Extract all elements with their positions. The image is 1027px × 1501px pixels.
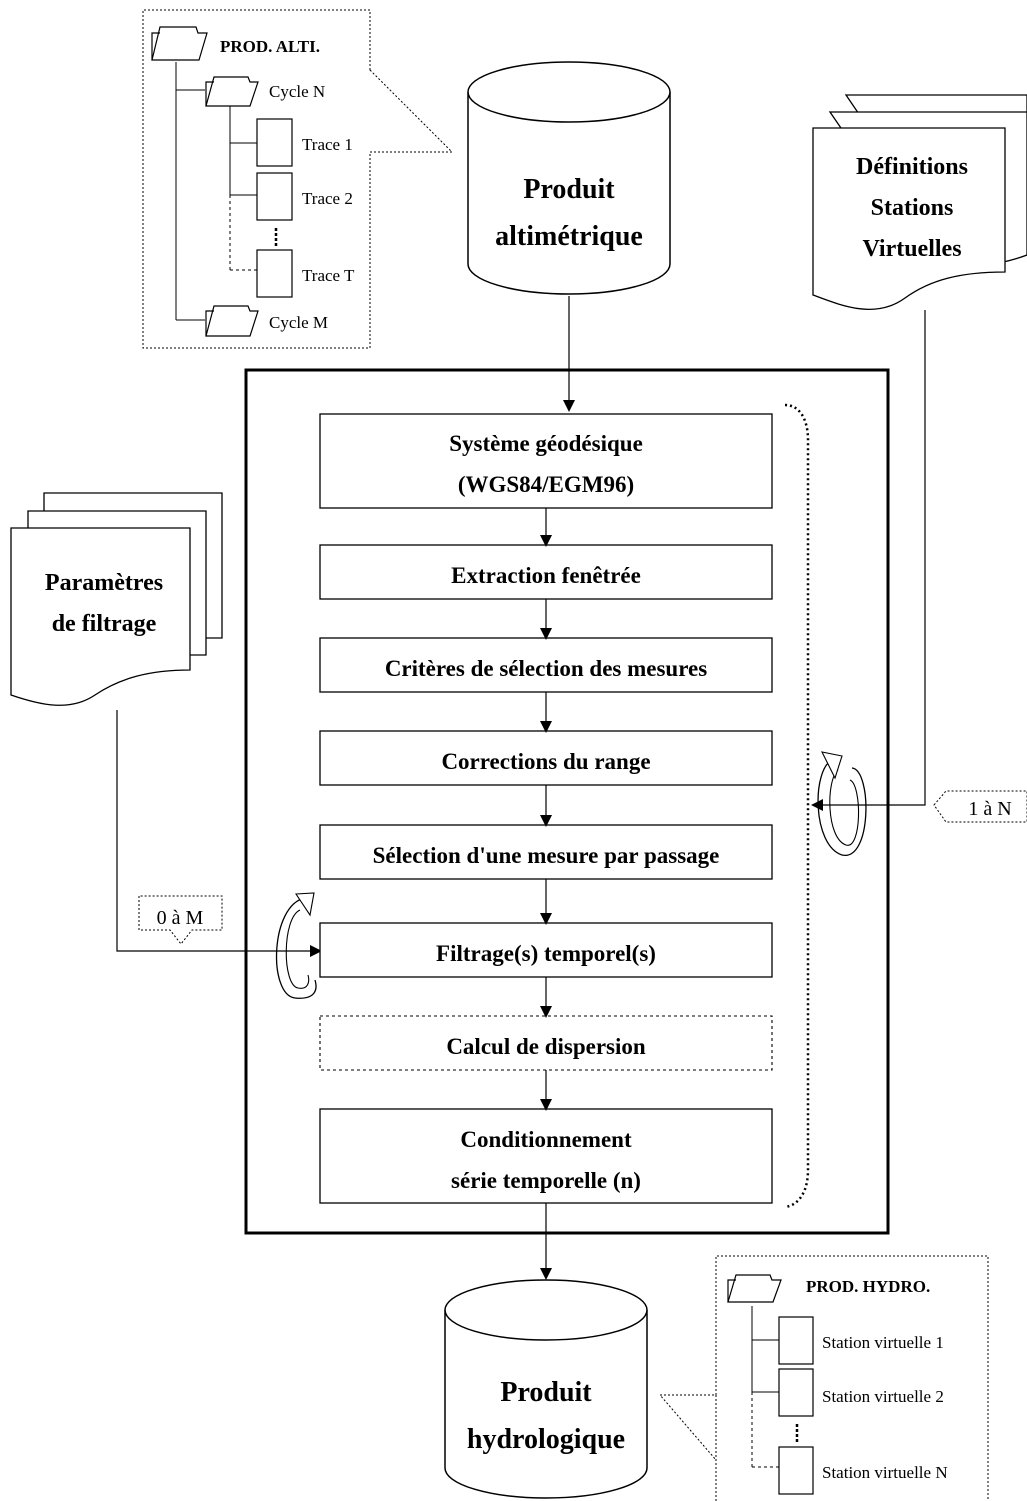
loop-icon — [817, 751, 867, 856]
process-step — [319, 413, 773, 509]
altimetric-product-database: Produit altimétrique — [467, 61, 671, 295]
file-icon — [778, 1316, 814, 1365]
step-label: Système géodésique — [449, 431, 643, 456]
stations-loop-badge: 1 à N — [933, 790, 1027, 823]
tree-callout-border — [142, 9, 454, 349]
hydrologic-product-database: Produit hydrologique — [444, 1279, 648, 1499]
database-label-line1: Produit — [523, 174, 615, 205]
filter-parameters-document: Paramètres de filtrage — [10, 492, 223, 706]
folder-icon — [205, 76, 259, 107]
tree-callout-border — [658, 1255, 989, 1501]
processing-steps: Système géodésique (WGS84/EGM96) Extract… — [319, 413, 773, 1204]
document-label-line2: de filtrage — [52, 611, 157, 637]
file-icon — [256, 249, 293, 298]
document-label-line2: Stations — [871, 195, 954, 221]
filter-flow-line — [116, 710, 322, 957]
process-step — [319, 824, 773, 880]
step-label: série temporelle (n) — [451, 1168, 641, 1193]
loop-icon — [275, 892, 317, 999]
document-label-line1: Définitions — [856, 154, 968, 180]
step-label: (WGS84/EGM96) — [458, 472, 634, 497]
process-step — [319, 544, 773, 600]
step-label: Sélection d'une mesure par passage — [373, 843, 720, 868]
file-icon — [778, 1446, 814, 1495]
step-label: Calcul de dispersion — [446, 1034, 646, 1059]
loop-count-label: 1 à N — [968, 798, 1011, 820]
filter-loop-badge: 0 à M — [138, 895, 223, 945]
loop-count-label: 0 à M — [157, 907, 204, 929]
tree-station-label: Station virtuelle 1 — [822, 1333, 944, 1352]
document-label-line1: Paramètres — [45, 570, 163, 596]
step-label: Extraction fenêtrée — [451, 563, 641, 588]
database-label-line1: Produit — [500, 1377, 592, 1408]
tree-trace-label: Trace T — [302, 266, 355, 285]
folder-icon — [205, 305, 259, 337]
tree-trace-label: Trace 2 — [302, 189, 353, 208]
tree-connectors — [751, 1306, 799, 1468]
step-label: Conditionnement — [460, 1127, 632, 1152]
folder-icon — [151, 26, 208, 61]
file-icon — [256, 172, 293, 221]
tree-trace-label: Trace 1 — [302, 135, 353, 154]
file-icon — [778, 1368, 814, 1417]
tree-cycle-last: Cycle M — [269, 313, 328, 332]
stations-flow-line — [811, 310, 926, 811]
process-step — [319, 1108, 773, 1204]
document-label-line3: Virtuelles — [862, 236, 961, 262]
process-step-optional — [319, 1015, 773, 1071]
step-label: Filtrage(s) temporel(s) — [436, 941, 656, 966]
process-step — [319, 922, 773, 978]
processing-frame — [244, 368, 890, 1235]
tree-station-label: Station virtuelle 2 — [822, 1387, 944, 1406]
file-icon — [256, 118, 293, 167]
folder-icon — [727, 1274, 782, 1303]
altimetry-product-tree: PROD. ALTI. Cycle N Trace 1 Trace 2 Trac… — [142, 9, 454, 349]
database-label-line2: hydrologique — [467, 1424, 625, 1455]
loop-bracket — [784, 403, 810, 1209]
hydrology-product-tree: PROD. HYDRO. Station virtuelle 1 Station… — [658, 1255, 989, 1501]
process-step — [319, 637, 773, 693]
tree-station-label: Station virtuelle N — [822, 1463, 948, 1482]
step-label: Critères de sélection des mesures — [385, 656, 707, 681]
database-label-line2: altimétrique — [495, 221, 643, 252]
step-label: Corrections du range — [441, 749, 650, 774]
process-step — [319, 730, 773, 786]
virtual-stations-document: Définitions Stations Virtuelles — [812, 94, 1027, 310]
tree-root-label: PROD. HYDRO. — [806, 1277, 930, 1296]
tree-cycle-first: Cycle N — [269, 82, 325, 101]
tree-connectors — [175, 62, 278, 321]
tree-root-label: PROD. ALTI. — [220, 37, 320, 56]
